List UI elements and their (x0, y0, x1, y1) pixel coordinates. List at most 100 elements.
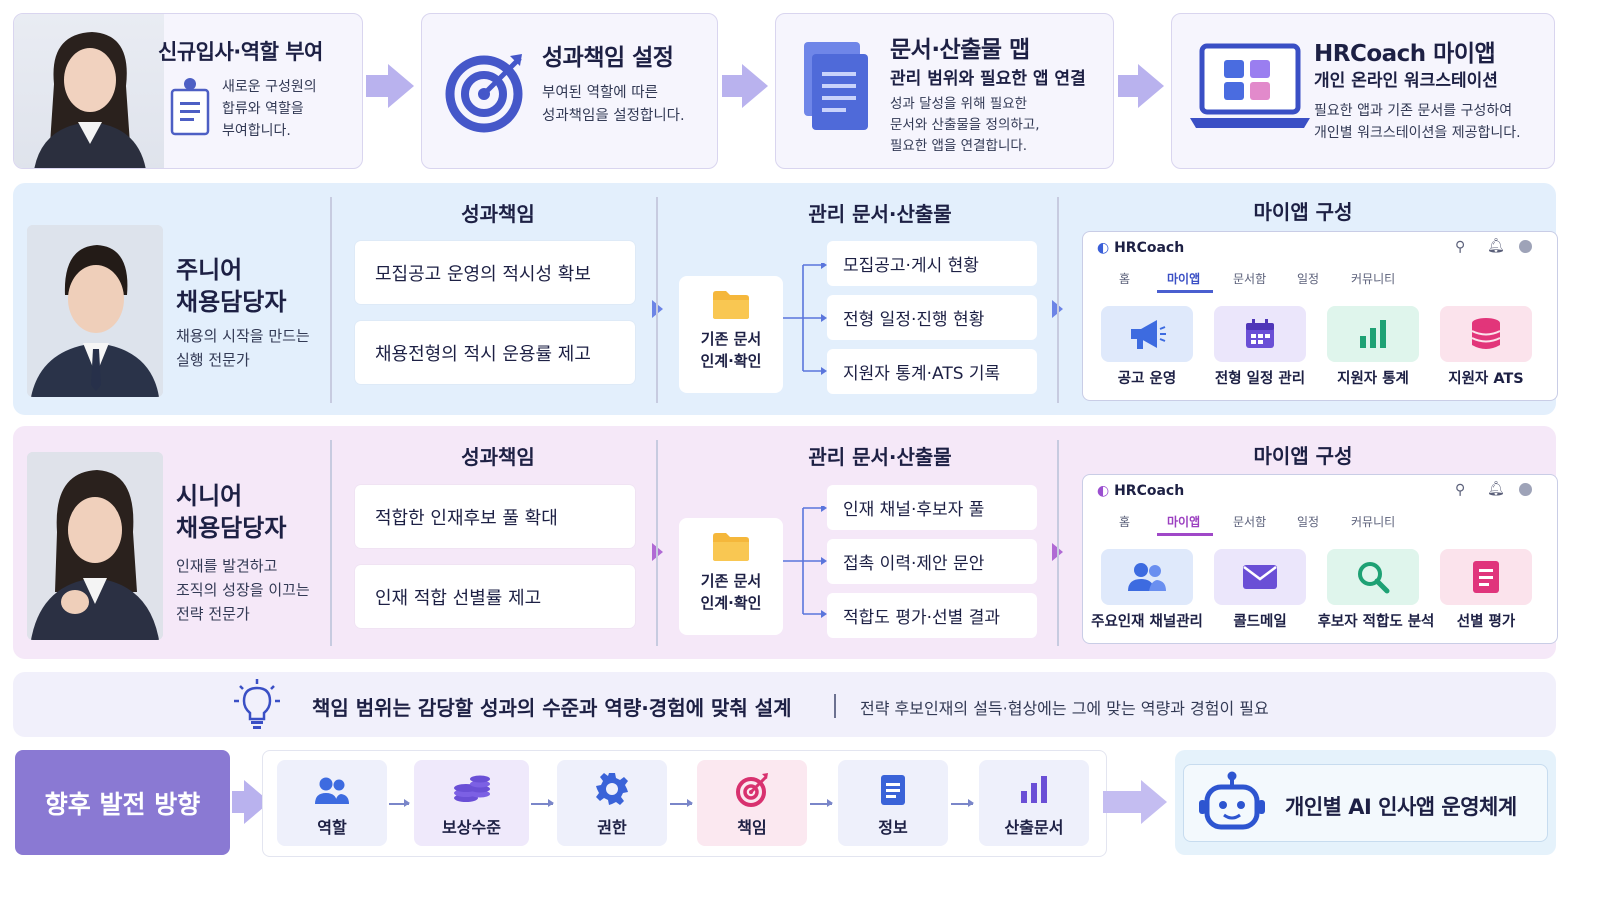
flow-arrow (232, 791, 246, 813)
tab-schedule[interactable]: 일정 (1297, 272, 1320, 286)
future-label: 향후 발전 방향 (44, 789, 201, 819)
app-tile-label: 선별 평가 (1456, 614, 1516, 630)
folder-icon (712, 290, 750, 320)
tab-community[interactable]: 커뮤니티 (1351, 515, 1396, 529)
step-card-responsibility: 성과책임 설정 부여된 역할에 따른 성과책임을 설정합니다. (421, 13, 718, 169)
app-tile-screening[interactable] (1440, 549, 1532, 605)
flow-arrow (366, 75, 388, 97)
document-icon (1473, 561, 1499, 593)
target-icon (736, 773, 768, 807)
step-title: 문서·산출물 맵 (890, 37, 1030, 63)
tab-home[interactable]: 홈 (1119, 515, 1131, 529)
step-card-onboarding: 신규입사·역할 부여 새로운 구성원의 합류와 역할을 부여합니다. (13, 13, 363, 169)
gear-icon (596, 773, 628, 805)
app-tile-talent-channel[interactable] (1101, 549, 1193, 605)
tab-active-underline (1157, 290, 1213, 293)
handover-label: 기존 문서 인계·확인 (700, 572, 762, 612)
future-step-label: 권한 (597, 818, 627, 837)
future-step-authority: 권한 (557, 760, 667, 846)
document-item: 지원자 통계·ATS 기록 (827, 349, 1037, 394)
robot-icon (1199, 771, 1265, 830)
tab-home[interactable]: 홈 (1119, 272, 1131, 286)
step-card-myapp: HRCoach 마이앱 개인 온라인 워크스테이션 필요한 앱과 기존 문서를 … (1171, 13, 1555, 169)
app-brand-label: HRCoach (1114, 483, 1185, 499)
future-step-label: 보상수준 (442, 818, 501, 837)
tab-docs[interactable]: 문서함 (1233, 515, 1267, 529)
future-step-label: 정보 (878, 818, 908, 837)
step-arrow (531, 800, 554, 806)
step-arrow (951, 800, 974, 806)
flow-arrow (1118, 75, 1138, 97)
user-icon[interactable] (1519, 483, 1532, 496)
divider (330, 197, 332, 403)
flow-arrow-head (1141, 780, 1167, 824)
insight-separator (834, 694, 836, 718)
app-tile-coldmail[interactable] (1214, 549, 1306, 605)
divider (1057, 440, 1059, 646)
document-item: 전형 일정·진행 현황 (827, 295, 1037, 340)
people-icon (1128, 563, 1166, 591)
handover-box: 기존 문서 인계·확인 (679, 276, 783, 393)
woman-photo (14, 14, 164, 168)
app-tile-fit-analysis[interactable] (1327, 549, 1419, 605)
flow-arrow (722, 75, 742, 97)
branch-connector (783, 261, 827, 375)
user-icon[interactable] (1519, 240, 1532, 253)
step-subtitle: 개인 온라인 워크스테이션 (1314, 71, 1498, 91)
app-tile-label: 후보자 적합도 분석 (1317, 614, 1435, 630)
mail-icon (1243, 565, 1277, 589)
app-tile-schedule[interactable] (1214, 306, 1306, 362)
responsibility-item: 적합한 인재후보 풀 확대 (355, 485, 635, 548)
branch-connector (783, 504, 827, 618)
tab-docs[interactable]: 문서함 (1233, 272, 1267, 286)
app-tile-ad[interactable] (1101, 306, 1193, 362)
insight-main: 책임 범위는 감당할 성과의 수준과 역량·경험에 맞춰 설계 (312, 696, 792, 720)
flow-arrow-head (1138, 64, 1164, 108)
junior-photo (27, 225, 163, 397)
future-step-role: 역할 (277, 760, 387, 846)
target-icon (444, 48, 530, 138)
senior-photo (27, 452, 163, 640)
column-header: 마이앱 구성 (1253, 200, 1353, 224)
tab-active-underline (1157, 533, 1213, 536)
search-icon[interactable]: ⚲ (1455, 239, 1466, 255)
calendar-icon (1246, 319, 1274, 348)
future-step-label: 역할 (317, 818, 347, 837)
tab-myapp[interactable]: 마이앱 (1167, 515, 1201, 529)
myapp-preview-junior: ◐ HRCoach ⚲ 🔔︎ 홈 마이앱 문서함 일정 커뮤니티 공고 운영 전… (1082, 231, 1558, 401)
responsibility-item: 채용전형의 적시 운용률 제고 (355, 321, 635, 384)
app-tile-ats[interactable] (1440, 306, 1532, 362)
future-step-compensation: 보상수준 (414, 760, 529, 846)
future-step-information: 정보 (838, 760, 948, 846)
flow-arrow-head (388, 64, 414, 108)
people-icon (315, 777, 349, 804)
flow-arrow (652, 543, 663, 561)
step-arrow (810, 800, 833, 806)
tab-community[interactable]: 커뮤니티 (1351, 272, 1396, 286)
app-tile-stats[interactable] (1327, 306, 1419, 362)
tab-schedule[interactable]: 일정 (1297, 515, 1320, 529)
divider (1057, 197, 1059, 403)
step-arrow (670, 800, 693, 806)
step-desc: 부여된 역할에 따른 성과책임을 설정합니다. (542, 85, 685, 124)
bar-chart-icon (1360, 320, 1386, 348)
app-tile-label: 공고 운영 (1117, 371, 1177, 387)
tab-myapp[interactable]: 마이앱 (1167, 272, 1201, 286)
step-desc: 필요한 앱과 기존 문서를 구성하여 개인별 워크스테이션을 제공합니다. (1314, 103, 1521, 141)
step-card-document-map: 문서·산출물 맵 관리 범위와 필요한 앱 연결 성과 달성을 위해 필요한 문… (775, 13, 1114, 169)
document-item: 접촉 이력·제안 문안 (827, 539, 1037, 584)
divider (330, 440, 332, 646)
bell-icon[interactable]: 🔔︎ (1487, 481, 1505, 497)
documents-icon (796, 40, 872, 138)
result-box: 개인별 AI 인사앱 운영체계 (1175, 750, 1556, 855)
step-arrow (389, 800, 410, 806)
bell-icon[interactable]: 🔔︎ (1487, 238, 1505, 254)
responsibility-item: 인재 적합 선별률 제고 (355, 565, 635, 628)
column-header: 관리 문서·산출물 (808, 202, 952, 226)
app-brand-label: HRCoach (1114, 240, 1185, 256)
document-item: 모집공고·게시 현황 (827, 241, 1037, 286)
megaphone-icon (1131, 320, 1166, 349)
role-name: 시니어 채용담당자 (176, 482, 287, 542)
search-icon[interactable]: ⚲ (1455, 482, 1466, 498)
role-desc: 인재를 발견하고 조직의 성장을 이끄는 전략 전문가 (176, 557, 310, 623)
